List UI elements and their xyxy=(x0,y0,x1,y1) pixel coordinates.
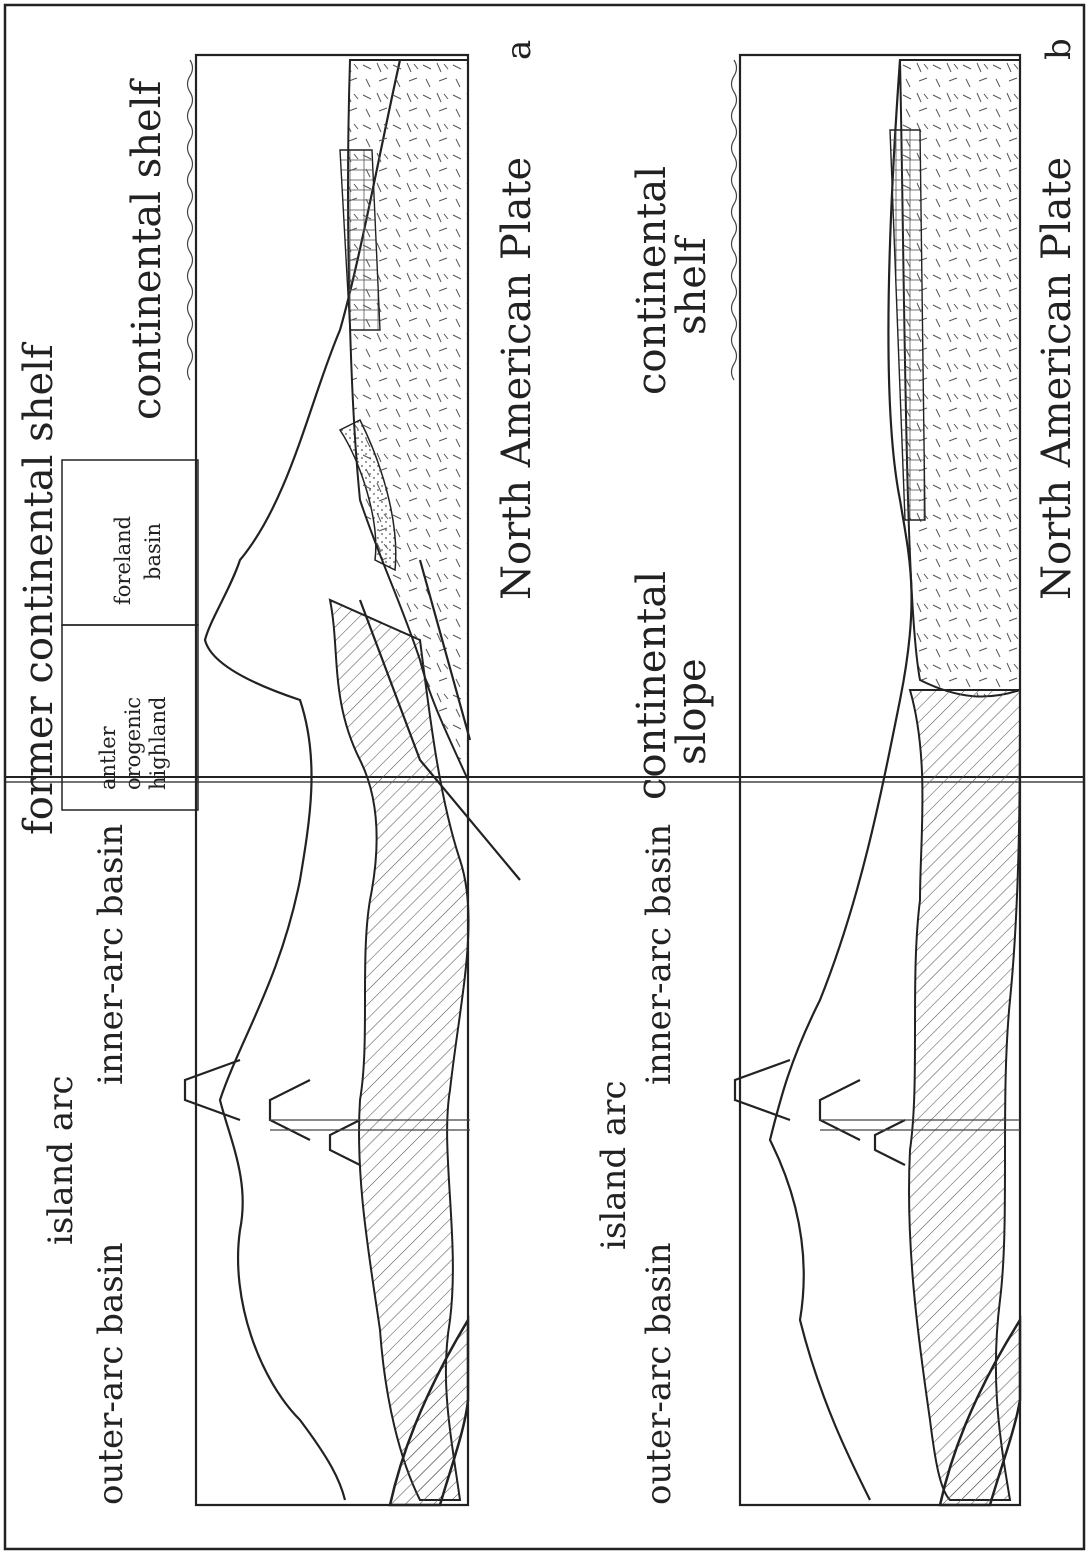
panel-b-sea-surface xyxy=(732,60,737,380)
label-a-foreland-line-2: basin xyxy=(141,523,165,580)
label-a-letter: a xyxy=(499,40,539,60)
label-b-continental-shelf-line-2: shelf xyxy=(669,234,715,335)
panel-a-volcano-2 xyxy=(270,1080,310,1140)
label-b-plate: North American Plate xyxy=(1034,157,1080,600)
label-a-antler-line-1: antler xyxy=(96,725,120,790)
label-b-letter: b xyxy=(1039,38,1079,60)
label-a-antler-line-3: highland xyxy=(146,697,170,790)
label-a-foreland-line-1: foreland xyxy=(111,516,135,605)
panel-b-seafloor xyxy=(770,60,912,1500)
label-a-island-arc: island arc xyxy=(41,1075,81,1245)
label-b-island-arc: island arc xyxy=(594,1080,634,1250)
label-a-inner-arc-basin: inner-arc basin xyxy=(91,824,131,1085)
label-b-inner-arc-basin: inner-arc basin xyxy=(639,824,679,1085)
label-a-antler-line-2: orogenic xyxy=(121,697,145,790)
label-a-plate: North American Plate xyxy=(494,157,540,600)
label-a-former-continental-shelf: former continental shelf xyxy=(16,341,62,835)
panel-a-sea-surface xyxy=(188,60,193,380)
panel-b-volcano-1 xyxy=(735,1060,790,1120)
label-a-continental-shelf: continental shelf xyxy=(124,78,170,420)
label-a-outer-arc-basin: outer-arc basin xyxy=(91,1242,131,1505)
label-b-continental-slope-line-2: slope xyxy=(669,658,715,765)
panel-b xyxy=(732,55,1021,1505)
label-b-outer-arc-basin: outer-arc basin xyxy=(639,1242,679,1505)
panel-a-volcano-3 xyxy=(330,1120,360,1165)
panel-b-volcano-2 xyxy=(820,1080,860,1140)
panel-b-volcano-3 xyxy=(875,1120,905,1165)
